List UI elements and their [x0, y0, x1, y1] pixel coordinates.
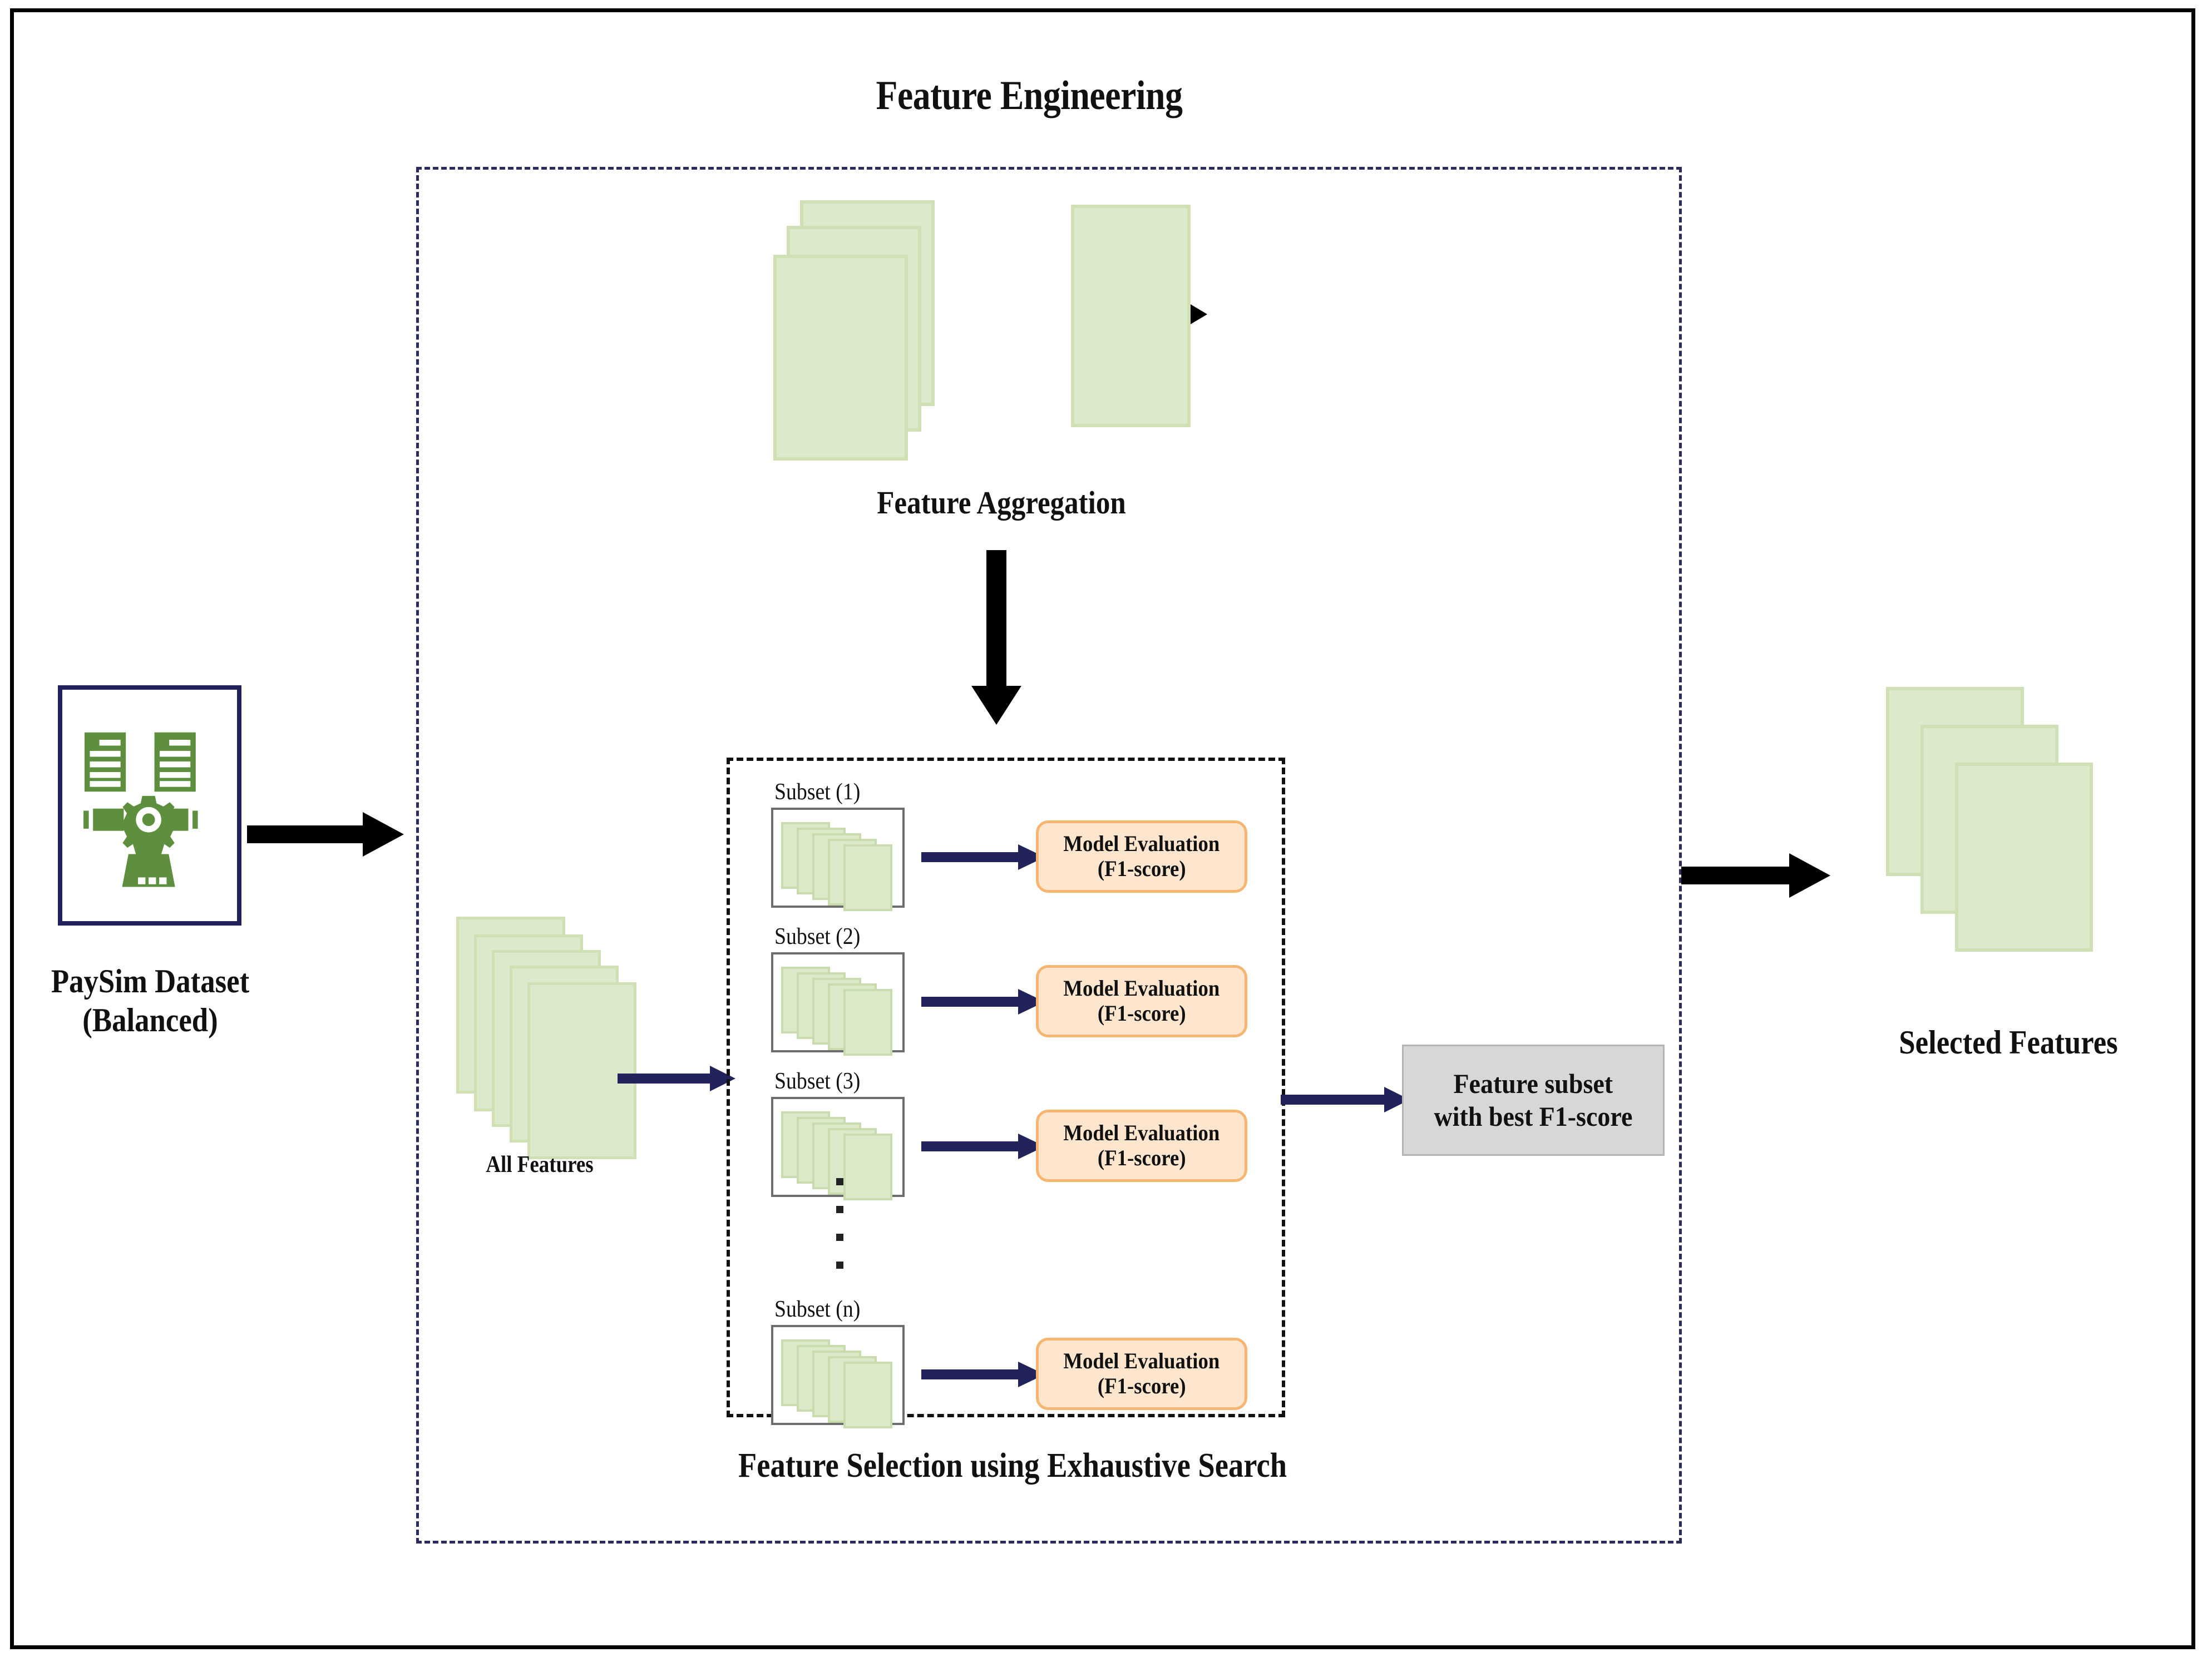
subset-box-2 [771, 952, 905, 1056]
model-evaluation-box-1: Model Evaluation (F1-score) [1036, 820, 1247, 893]
all-features-stack [456, 917, 640, 1159]
ellipsis-dot [836, 1206, 843, 1213]
model-eval-line2-n: (F1-score) [1097, 1373, 1186, 1398]
paysim-label-line1: PaySim Dataset [51, 963, 250, 1000]
subset-label-n: Subset (n) [774, 1297, 861, 1322]
ellipsis-dot [836, 1178, 843, 1185]
best-subset-box: Feature subset with best F1-score [1402, 1045, 1665, 1156]
model-evaluation-box-n: Model Evaluation (F1-score) [1036, 1338, 1247, 1410]
ellipsis-dot [836, 1234, 843, 1241]
green-card [843, 989, 892, 1056]
green-card [843, 1362, 892, 1428]
subset-label-1: Subset (1) [774, 779, 861, 805]
feature-aggregation-input-stack [773, 200, 1085, 467]
model-eval-line1-n: Model Evaluation [1063, 1348, 1220, 1374]
subset-box-n [771, 1325, 905, 1428]
green-card [773, 255, 908, 461]
model-evaluation-box-2: Model Evaluation (F1-score) [1036, 965, 1247, 1037]
paysim-dataset-label: PaySim Dataset (Balanced) [28, 962, 273, 1040]
arrow-subset-2-to-model-2 [921, 989, 1045, 1015]
arrow-selection-to-best-subset [1281, 1087, 1410, 1112]
dataset-processing-icon [73, 732, 198, 887]
model-evaluation-box-3: Model Evaluation (F1-score) [1036, 1110, 1247, 1182]
model-eval-line2-2: (F1-score) [1097, 1001, 1186, 1026]
green-card [843, 844, 892, 911]
model-eval-line1-2: Model Evaluation [1063, 976, 1220, 1001]
feature-engineering-container [416, 167, 1682, 1544]
selected-features-label: Selected Features [1899, 1024, 2118, 1061]
arrow-subset-n-to-model-n [921, 1362, 1045, 1387]
feature-aggregation-output-card [1071, 205, 1191, 427]
feature-aggregation-label: Feature Aggregation [877, 484, 1126, 521]
best-subset-line2: with best F1-score [1434, 1101, 1633, 1132]
green-card [1955, 763, 2093, 952]
model-eval-line2-3: (F1-score) [1097, 1145, 1186, 1170]
arrow-aggregation-to-selection [971, 550, 1021, 725]
feature-selection-container [727, 758, 1285, 1417]
selected-features-stack [1886, 687, 2120, 976]
arrow-paysim-to-feature-engineering [247, 812, 404, 857]
model-eval-line1-3: Model Evaluation [1063, 1120, 1220, 1146]
best-subset-line1: Feature subset [1453, 1068, 1613, 1099]
all-features-label: All Features [486, 1152, 594, 1178]
subset-label-3: Subset (3) [774, 1069, 861, 1094]
subset-box-1 [771, 808, 905, 911]
ellipsis-dot [836, 1262, 843, 1269]
model-eval-line1-1: Model Evaluation [1063, 831, 1220, 857]
figure-outer-border [10, 8, 2195, 1649]
arrow-all-features-to-selection [618, 1066, 735, 1091]
page-title: Feature Engineering [876, 73, 1183, 118]
paysim-label-line2: (Balanced) [82, 1001, 218, 1038]
subset-box-3 [771, 1097, 905, 1200]
arrow-to-selected-features [1681, 853, 1830, 898]
arrow-subset-3-to-model-3 [921, 1134, 1045, 1159]
arrow-subset-1-to-model-1 [921, 844, 1045, 870]
green-card [527, 982, 636, 1159]
green-card [1071, 205, 1191, 427]
green-card [843, 1134, 892, 1200]
subset-label-2: Subset (2) [774, 924, 861, 949]
model-eval-line2-1: (F1-score) [1097, 856, 1186, 881]
feature-selection-label: Feature Selection using Exhaustive Searc… [738, 1447, 1287, 1485]
paysim-dataset-box [58, 685, 241, 926]
